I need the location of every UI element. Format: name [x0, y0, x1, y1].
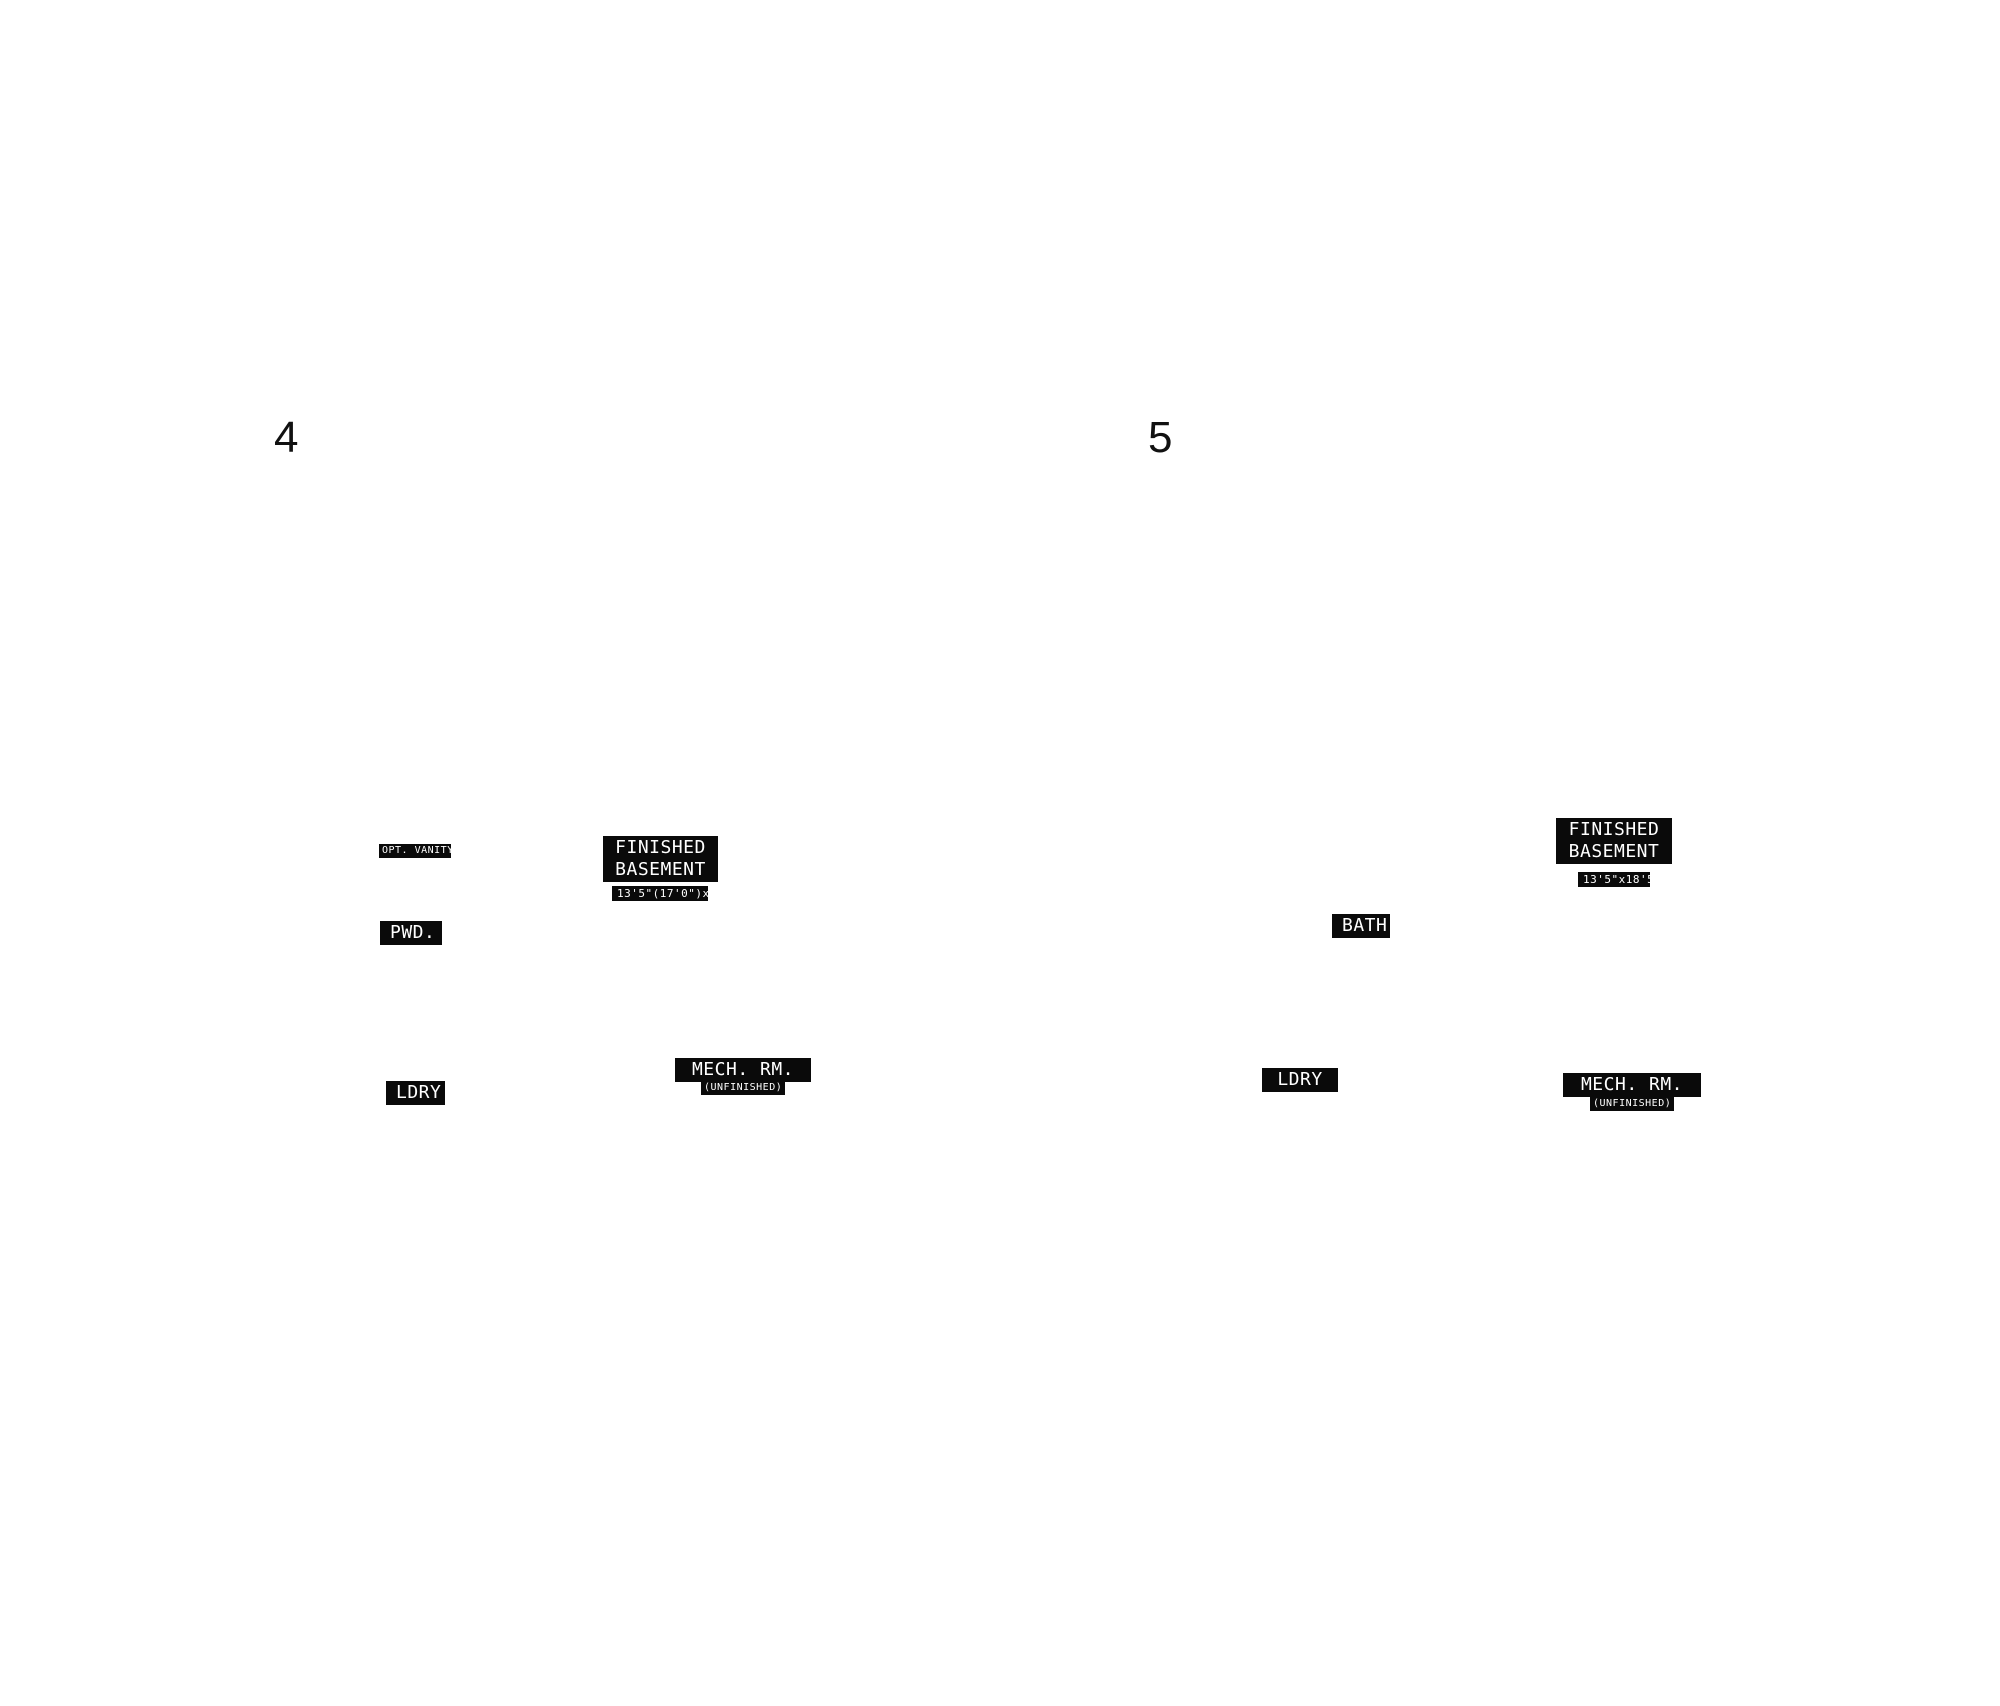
- room-name-line-2: BASEMENT: [1568, 841, 1660, 862]
- mech-room-note: (UNFINISHED): [1590, 1097, 1674, 1111]
- room-name-line-1: FINISHED: [615, 837, 706, 858]
- powder-room-label: PWD.: [380, 921, 442, 945]
- mech-room-note: (UNFINISHED): [701, 1081, 785, 1095]
- opt-vanity-label: OPT. VANITY: [379, 844, 453, 858]
- mech-room-label: MECH. RM.: [675, 1058, 811, 1082]
- laundry-label: LDRY: [386, 1081, 445, 1105]
- plan-number: 5: [1148, 413, 1173, 462]
- laundry-label: LDRY: [1262, 1068, 1338, 1092]
- finished-basement-dimensions: 13'5"x18'5": [1578, 872, 1661, 887]
- finished-basement-label: FINISHED BASEMENT: [1556, 818, 1672, 864]
- finished-basement-label: FINISHED BASEMENT: [603, 836, 718, 882]
- finished-basement-dimensions: 13'5"(17'0")x18'5": [612, 886, 745, 901]
- plan-number: 4: [274, 413, 299, 462]
- bath-label: BATH: [1332, 914, 1390, 938]
- room-name-line-2: BASEMENT: [615, 859, 706, 880]
- mech-room-label: MECH. RM.: [1563, 1073, 1701, 1097]
- room-name-line-1: FINISHED: [1568, 819, 1660, 840]
